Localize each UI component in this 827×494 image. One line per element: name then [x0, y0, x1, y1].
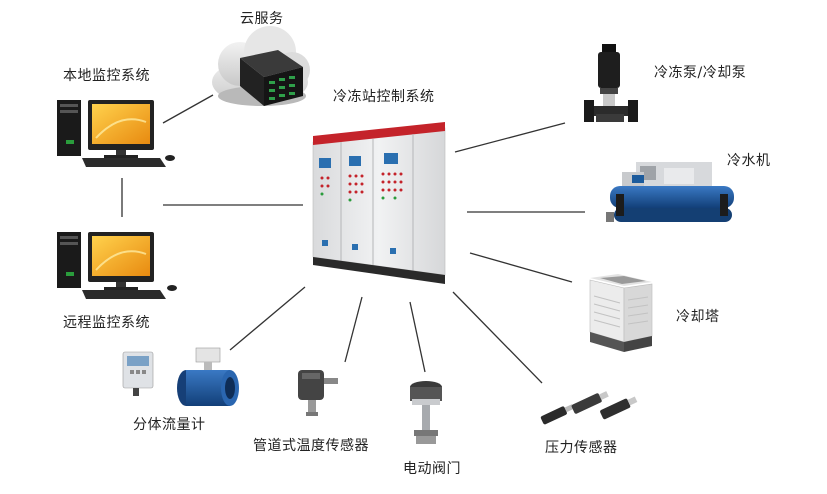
line-pressure: [452, 291, 543, 384]
cooling-tower-icon: [589, 274, 653, 352]
center-control-label: 冷冻站控制系统: [333, 89, 435, 105]
pipe-temperature-sensor-label: 管道式温度传感器: [253, 438, 369, 454]
flowmeter-label: 分体流量计: [133, 417, 206, 433]
line-valve: [409, 301, 426, 373]
remote-computer-icon: [57, 232, 177, 299]
pump-icon: [584, 44, 638, 122]
remote-monitoring-label: 远程监控系统: [63, 315, 150, 331]
pump-label: 冷冻泵/冷却泵: [654, 65, 747, 81]
line-tower: [469, 252, 573, 283]
flowmeter-icon: [122, 347, 239, 406]
cloud-icon: [212, 26, 310, 106]
local-computer-icon: [57, 100, 175, 167]
line-cloud: [162, 94, 214, 124]
line-pump: [454, 122, 566, 153]
cooling-tower-label: 冷却塔: [676, 309, 720, 325]
pressure-sensor-label: 压力传感器: [545, 440, 618, 456]
electric-valve-label: 电动阀门: [403, 461, 461, 477]
electric-valve-icon: [410, 381, 442, 444]
line-pipe-temp: [344, 296, 363, 363]
local-monitoring-label: 本地监控系统: [63, 68, 150, 84]
line-flowmeter: [229, 286, 306, 351]
chiller-label: 冷水机: [727, 153, 771, 169]
cloud-service-label: 云服务: [240, 11, 284, 27]
server-box-icon: [240, 50, 303, 106]
chiller-icon: [606, 162, 734, 222]
pipe-temperature-sensor-icon: [298, 370, 338, 416]
pressure-sensor-icon: [540, 391, 638, 425]
control-cabinet-icon: [312, 122, 446, 284]
connection-lines: [121, 94, 585, 384]
